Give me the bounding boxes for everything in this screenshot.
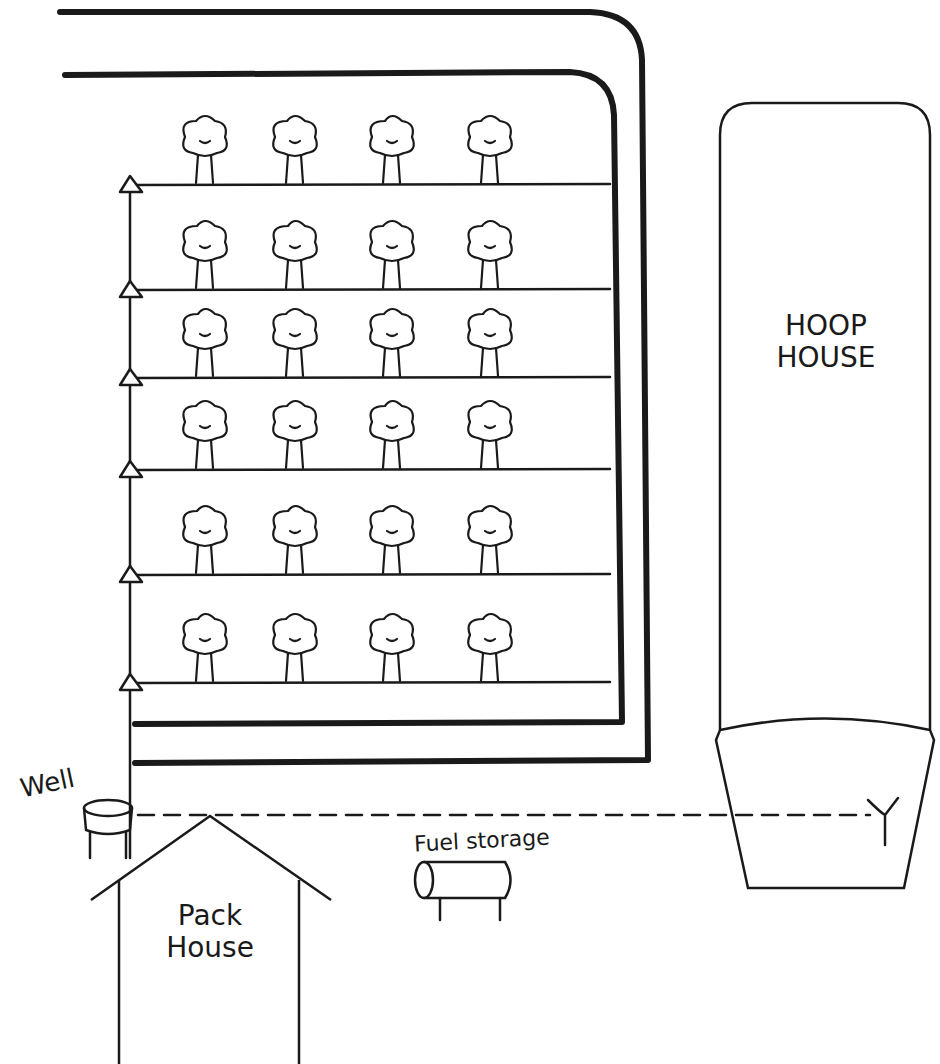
valve-symbol — [120, 566, 142, 582]
orchard-row — [130, 289, 610, 290]
fuel-storage-label: Fuel storage — [411, 824, 552, 856]
tree-symbol — [273, 506, 317, 573]
fuel-tank-symbol — [415, 862, 511, 920]
tree-symbol — [468, 506, 512, 573]
valve-symbol — [120, 369, 142, 385]
building-name: Pack House — [140, 900, 280, 964]
tree-symbol — [468, 401, 512, 468]
valve-symbol — [120, 281, 142, 297]
tree-symbol — [183, 506, 227, 573]
well-symbol — [84, 800, 132, 858]
valve-symbol — [120, 176, 142, 192]
tree-symbol — [183, 614, 227, 681]
windbreak-outer — [60, 12, 648, 763]
tree-symbol — [370, 309, 414, 376]
tree-symbol — [273, 221, 317, 288]
tree-symbol — [468, 614, 512, 681]
orchard-row — [130, 469, 610, 470]
orchard-row — [130, 574, 610, 575]
building-outline — [712, 95, 940, 895]
tree-symbol — [183, 221, 227, 288]
windbreak-inner — [65, 72, 622, 724]
valve-symbol — [120, 461, 142, 477]
tree-symbol — [468, 116, 512, 183]
tree-symbol — [370, 401, 414, 468]
tree-symbol — [183, 401, 227, 468]
tree-symbol — [468, 309, 512, 376]
tree-symbol — [370, 614, 414, 681]
orchard-row — [130, 377, 610, 378]
tree-symbol — [273, 116, 317, 183]
tree-symbol — [273, 614, 317, 681]
hoop-house: HOOP HOUSE — [712, 95, 940, 895]
water-line — [138, 814, 870, 817]
valve-symbol — [120, 674, 142, 690]
tree-symbol — [273, 401, 317, 468]
tree-symbol — [468, 221, 512, 288]
tree-symbol — [273, 309, 317, 376]
spigot-symbol — [868, 798, 898, 845]
well-label: Well — [16, 762, 80, 804]
tree-symbol — [183, 116, 227, 183]
orchard-row — [130, 184, 610, 185]
pack-house: Pack House — [85, 812, 335, 1064]
tree-symbol — [370, 221, 414, 288]
building-name: HOOP HOUSE — [751, 310, 901, 374]
tree-symbol — [370, 116, 414, 183]
tree-symbol — [370, 506, 414, 573]
orchard-row — [130, 682, 610, 683]
tree-symbol — [183, 309, 227, 376]
